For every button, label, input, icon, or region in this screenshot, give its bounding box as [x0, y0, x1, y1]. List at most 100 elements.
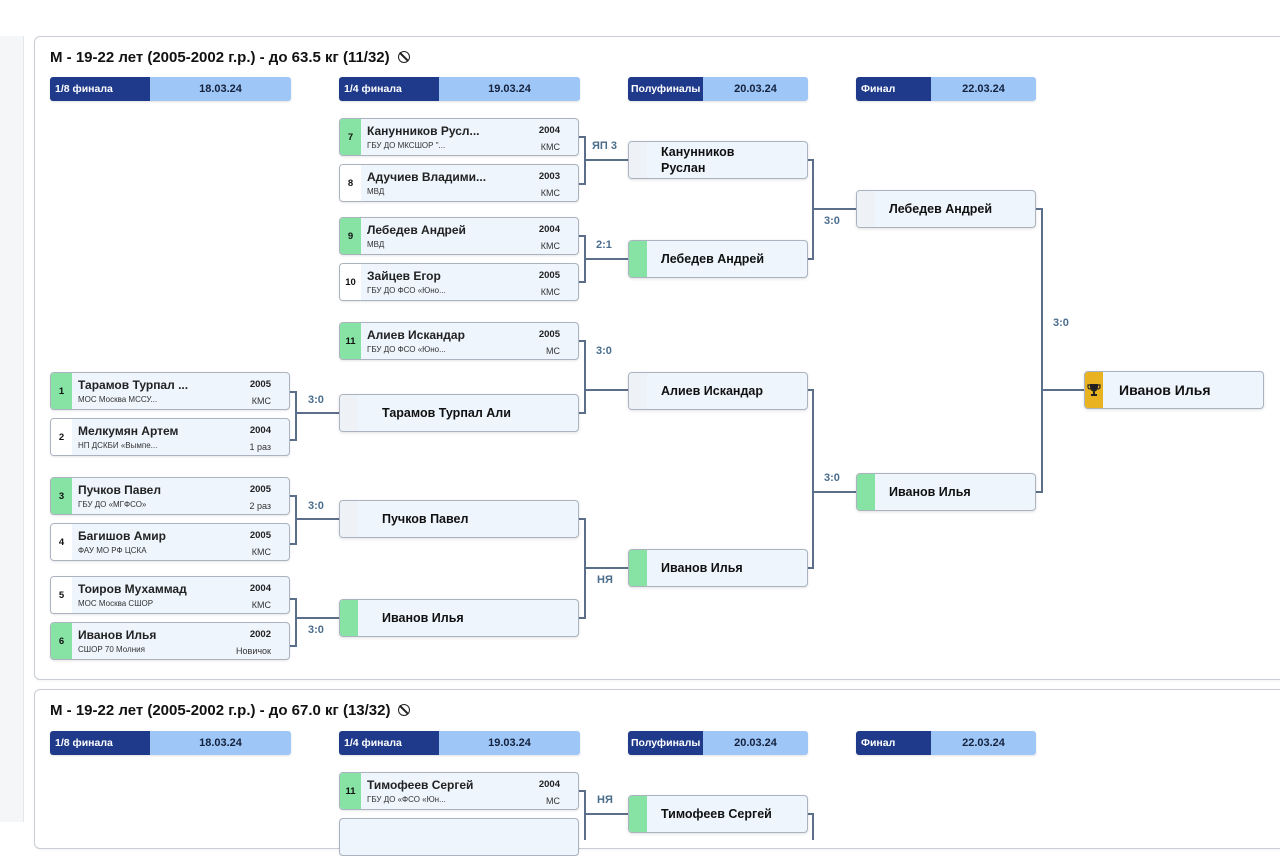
participant-name: Тимофеев Сергей	[661, 807, 772, 821]
status-stripe	[857, 191, 875, 227]
participant-name: Пучков Павел	[382, 512, 469, 526]
seed-number: 6	[51, 623, 72, 659]
semifinal-participant[interactable]: Лебедев Андрей	[628, 240, 808, 278]
participant-name: Алиев Искандар	[367, 328, 465, 342]
advanced-participant[interactable]: Иванов Илья	[339, 599, 579, 637]
seed-number: 5	[51, 577, 72, 613]
seed-number: 8	[340, 165, 361, 201]
round-date: 19.03.24	[439, 77, 580, 101]
birth-year: 2004	[249, 583, 271, 594]
status-stripe	[340, 501, 358, 537]
match-score: ЯП 3	[592, 140, 617, 152]
round-date: 22.03.24	[931, 731, 1036, 755]
match-score: НЯ	[597, 794, 613, 806]
participant-name: Лебедев Андрей	[889, 202, 993, 216]
match-score: 3:0	[308, 394, 324, 406]
round-label: Финал	[856, 731, 931, 755]
birth-year: 2004	[538, 779, 560, 790]
participant-name: Тарамов Турпал ...	[78, 378, 189, 392]
match-score: 3:0	[308, 624, 324, 636]
participant-card[interactable]: 7 Канунников Русл... ГБУ ДО МКСШОР "... …	[339, 118, 579, 156]
participant-card[interactable]: 8 Адучиев Владими... МВД 2003 КМС	[339, 164, 579, 202]
sport-rank: МС	[546, 346, 560, 356]
semifinal-participant[interactable]: Иванов Илья	[628, 549, 808, 587]
sport-rank: МС	[546, 796, 560, 806]
ban-icon[interactable]	[397, 51, 410, 63]
round-date: 18.03.24	[150, 77, 291, 101]
participant-club: НП ДСКБИ «Вымпе...	[78, 441, 158, 450]
match-score: 3:0	[1053, 317, 1069, 329]
participant-club: ГБУ ДО «ФСО «Юн...	[367, 795, 446, 804]
semifinal-participant[interactable]: Алиев Искандар	[628, 372, 808, 410]
participant-club: ГБУ ДО «МГФСО»	[78, 500, 147, 509]
semifinal-participant[interactable]: Тимофеев Сергей	[628, 795, 808, 833]
participant-name: Мелкумян Артем	[78, 424, 179, 438]
participant-card[interactable]: 11 Алиев Искандар ГБУ ДО ФСО «Юно... 200…	[339, 322, 579, 360]
participant-card[interactable]: 3 Пучков Павел ГБУ ДО «МГФСО» 2005 2 раз	[50, 477, 290, 515]
final-participant[interactable]: Лебедев Андрей	[856, 190, 1036, 228]
match-score: НЯ	[597, 574, 613, 586]
seed-number: 11	[340, 323, 361, 359]
status-stripe	[857, 474, 875, 510]
participant-club: ГБУ ДО ФСО «Юно...	[367, 345, 446, 354]
participant-club: МОС Москва СШОР	[78, 599, 154, 608]
round-date: 20.03.24	[703, 731, 808, 755]
participant-club: ФАУ МО РФ ЦСКА	[78, 546, 147, 555]
status-stripe	[629, 241, 647, 277]
participant-card[interactable]: 1 Тарамов Турпал ... МОС Москва МССУ... …	[50, 372, 290, 410]
sport-rank: КМС	[251, 396, 271, 406]
participant-club: МОС Москва МССУ...	[78, 395, 158, 404]
participant-card[interactable]: 5 Тоиров Мухаммад МОС Москва СШОР 2004 К…	[50, 576, 290, 614]
bracket-card-67-0: М - 19-22 лет (2005-2002 г.р.) - до 67.0…	[34, 689, 1280, 856]
participant-name: Тоиров Мухаммад	[78, 582, 187, 596]
round-date: 19.03.24	[439, 731, 580, 755]
birth-year: 2005	[249, 379, 271, 390]
sport-rank: КМС	[251, 600, 271, 610]
seed-number: 10	[340, 264, 361, 300]
participant-name: Канунников Русл...	[367, 124, 480, 138]
status-stripe	[629, 142, 647, 178]
ban-icon[interactable]	[398, 704, 411, 716]
participant-card[interactable]: 4 Багишов Амир ФАУ МО РФ ЦСКА 2005 КМС	[50, 523, 290, 561]
semifinal-participant[interactable]: Канунников Руслан	[628, 141, 808, 179]
participant-name: Иванов Илья	[661, 561, 743, 575]
participant-card[interactable]: 10 Зайцев Егор ГБУ ДО ФСО «Юно... 2005 К…	[339, 263, 579, 301]
round-label: Полуфиналы	[628, 77, 703, 101]
seed-number: 1	[51, 373, 72, 409]
participant-name: Багишов Амир	[78, 529, 166, 543]
participant-name: Адучиев Владими...	[367, 170, 487, 184]
participant-card[interactable]: 11 Тимофеев Сергей ГБУ ДО «ФСО «Юн... 20…	[339, 772, 579, 810]
seed-number: 4	[51, 524, 72, 560]
participant-card[interactable]	[339, 818, 579, 856]
final-participant[interactable]: Иванов Илья	[856, 473, 1036, 511]
seed-number: 2	[51, 419, 72, 455]
participant-name: Иванов Илья	[382, 611, 464, 625]
champion-card[interactable]: Иванов Илья	[1084, 371, 1264, 409]
birth-year: 2004	[538, 125, 560, 136]
round-label: 1/8 финала	[50, 77, 150, 101]
birth-year: 2005	[249, 530, 271, 541]
match-score: 2:1	[596, 239, 612, 251]
bracket-card-63-5: М - 19-22 лет (2005-2002 г.р.) - до 63.5…	[34, 36, 1280, 680]
participant-name: Алиев Искандар	[661, 384, 763, 398]
round-label: Финал	[856, 77, 931, 101]
advanced-participant[interactable]: Пучков Павел	[339, 500, 579, 538]
match-score: 3:0	[824, 215, 840, 227]
participant-card[interactable]: 2 Мелкумян Артем НП ДСКБИ «Вымпе... 2004…	[50, 418, 290, 456]
sport-rank: КМС	[251, 547, 271, 557]
advanced-participant[interactable]: Тарамов Турпал Али	[339, 394, 579, 432]
status-stripe	[629, 550, 647, 586]
birth-year: 2004	[538, 224, 560, 235]
seed-number: 3	[51, 478, 72, 514]
participant-card[interactable]: 6 Иванов Илья СШОР 70 Молния 2002 Новичо…	[50, 622, 290, 660]
sidebar-strip	[0, 36, 24, 822]
sport-rank: КМС	[540, 188, 560, 198]
round-date: 18.03.24	[150, 731, 291, 755]
participant-card[interactable]: 9 Лебедев Андрей МВД 2004 КМС	[339, 217, 579, 255]
seed-number: 11	[340, 773, 361, 809]
bracket-title: М - 19-22 лет (2005-2002 г.р.) - до 63.5…	[50, 49, 410, 66]
